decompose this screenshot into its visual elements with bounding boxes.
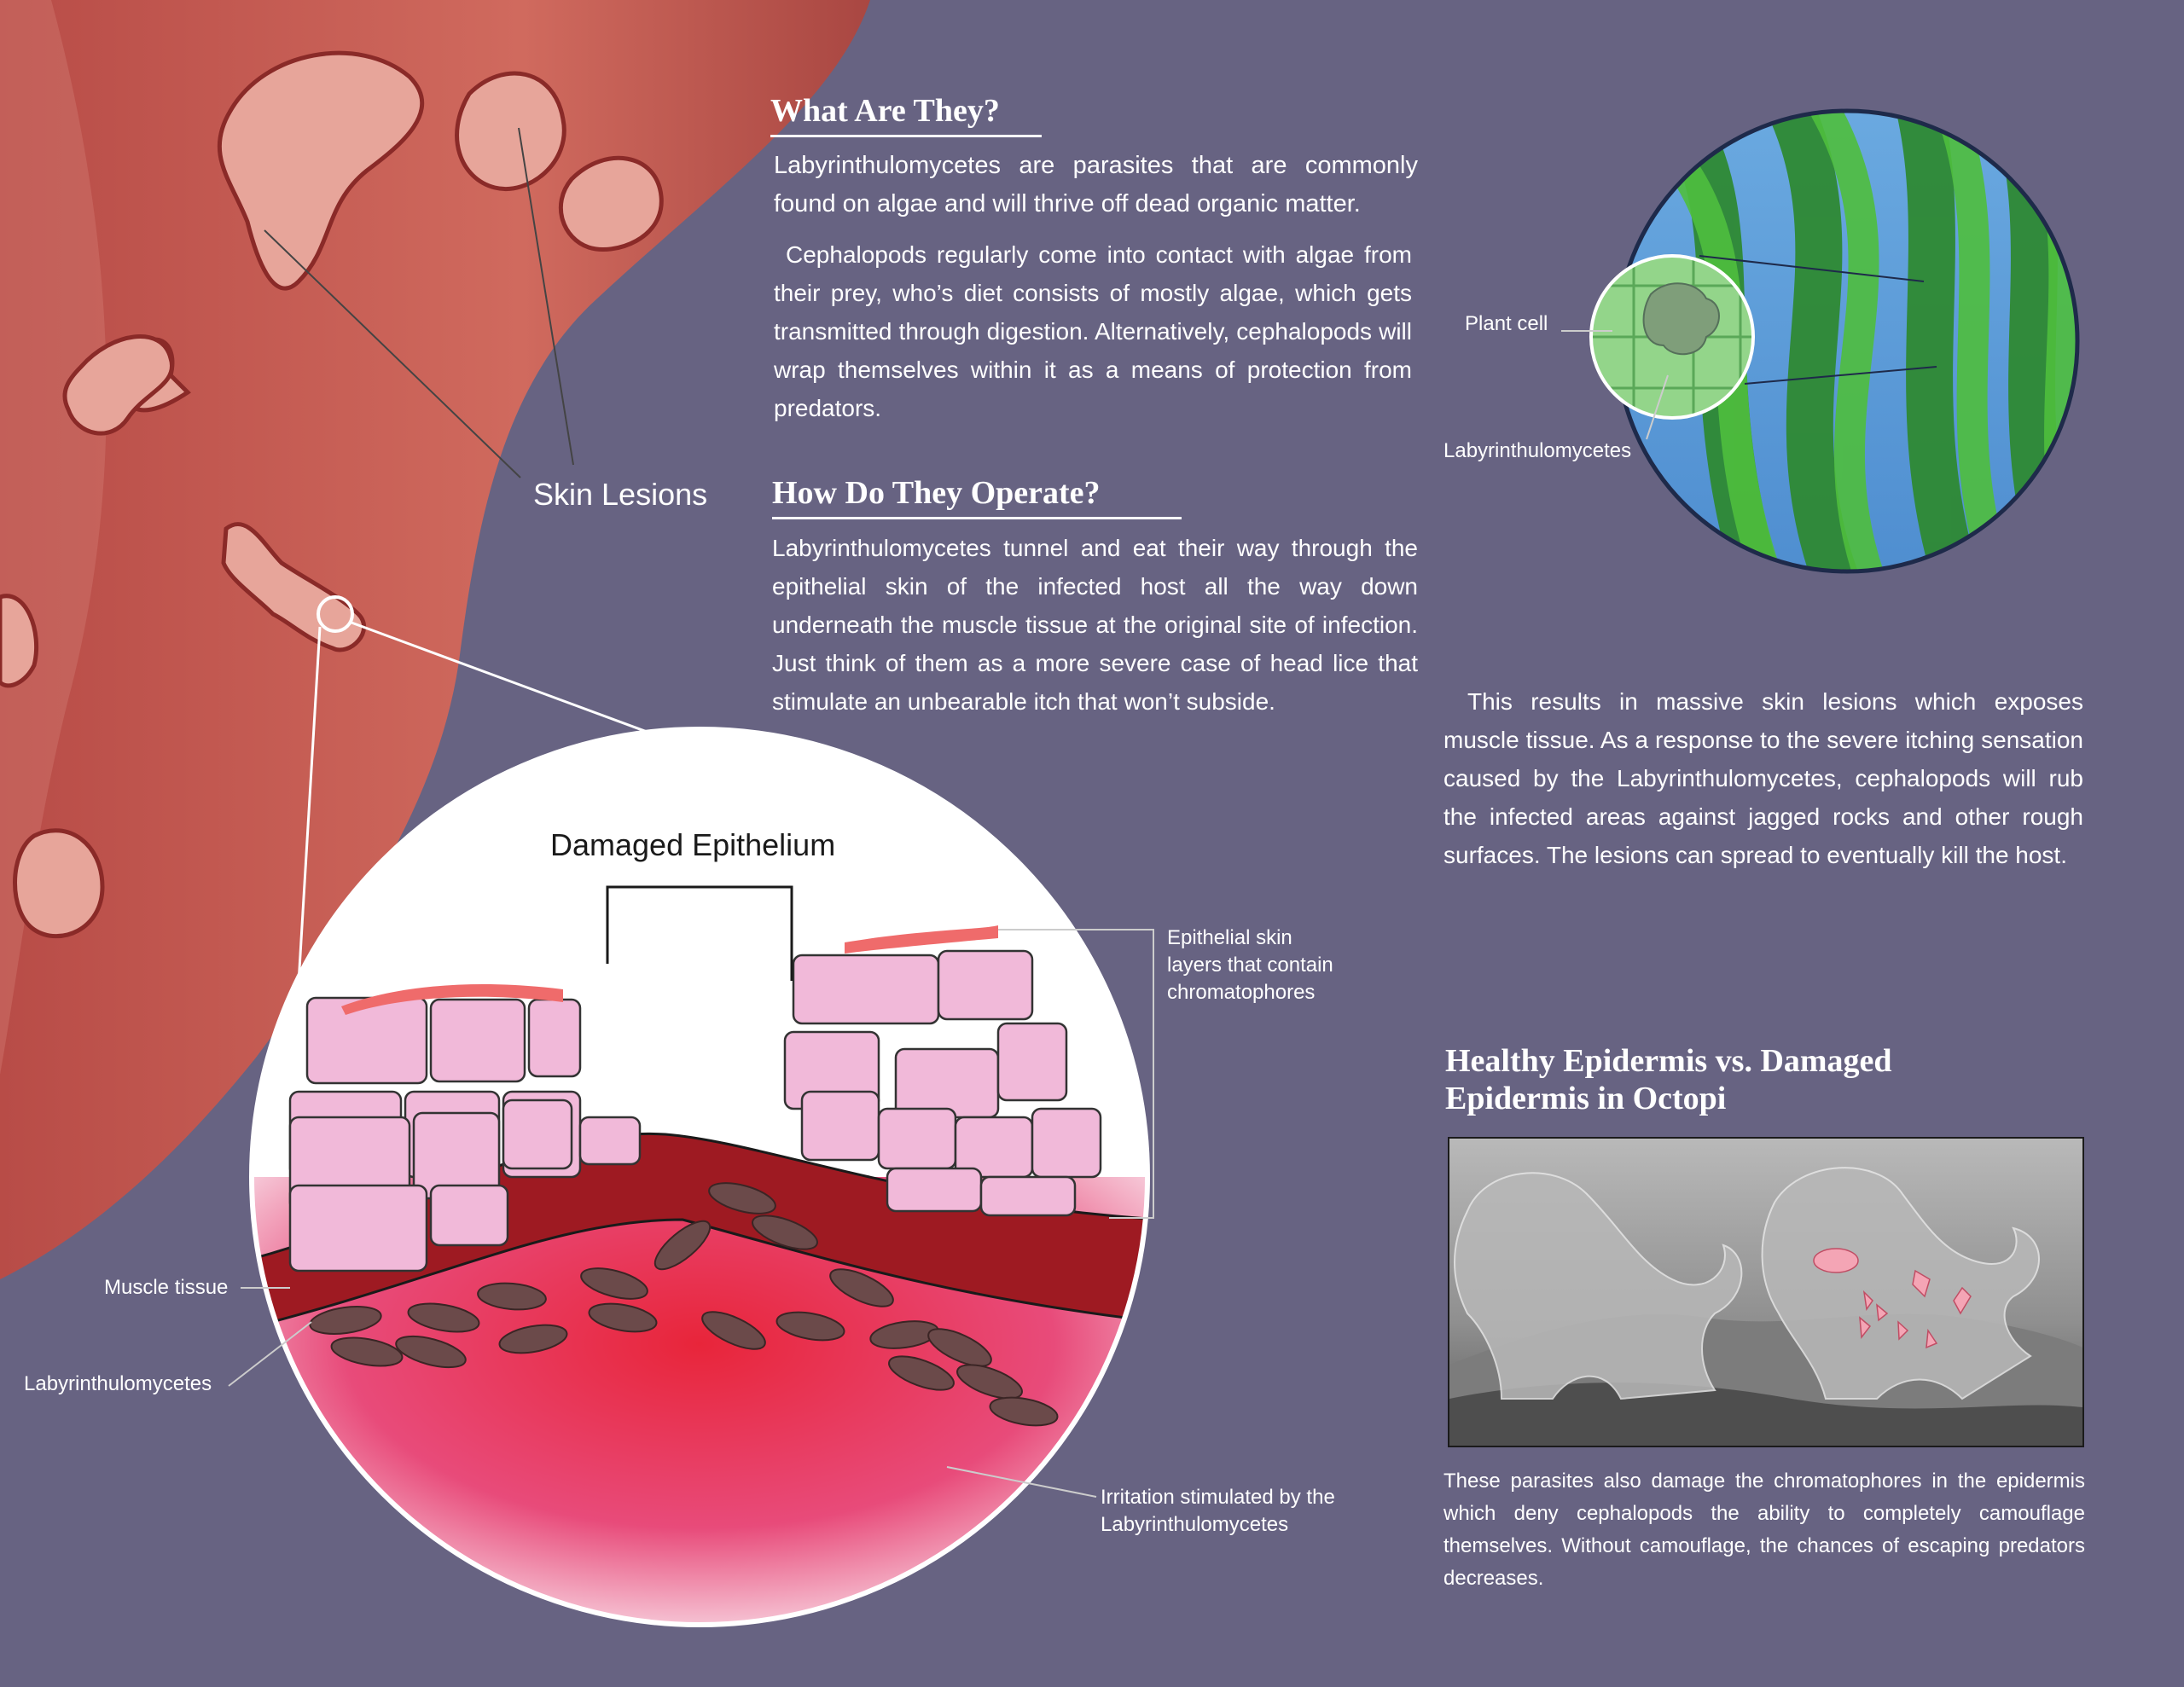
heading-how-do-they-operate: How Do They Operate? xyxy=(772,474,1182,519)
label-epithelial-layers: Epithelial skin layers that contain chro… xyxy=(1167,926,1333,1004)
what-are-they-paragraph-1: Labyrinthulomycetes are parasites that a… xyxy=(774,152,1418,217)
label-irritation: Irritation stimulated by the Labyrinthul… xyxy=(1101,1486,1335,1536)
label-damaged-epithelium: Damaged Epithelium xyxy=(550,827,836,862)
octopus-comparison-photo xyxy=(1448,1137,2084,1447)
label-labyrinthulomycetes-left: Labyrinthulomycetes xyxy=(24,1372,212,1395)
label-plant-cell: Plant cell xyxy=(1465,312,1548,335)
skin-lesion-pointers xyxy=(264,127,574,478)
how-do-they-operate-paragraph: Labyrinthulomycetes tunnel and eat their… xyxy=(772,535,1418,715)
octopus-arm xyxy=(0,0,870,1279)
results-paragraph: This results in massive skin lesions whi… xyxy=(1443,688,2083,868)
cross-section-leaders xyxy=(228,1287,1097,1498)
label-labyrinthulomycetes-right: Labyrinthulomycetes xyxy=(1443,439,1632,462)
label-skin-lesions: Skin Lesions xyxy=(533,477,708,512)
what-are-they-paragraph-2: Cephalopods regularly come into contact … xyxy=(774,241,1412,421)
label-muscle-tissue: Muscle tissue xyxy=(104,1276,229,1299)
comparison-caption: These parasites also damage the chromato… xyxy=(1443,1470,2085,1590)
epithelial-layers-bracket xyxy=(998,929,1154,1219)
skin-lesions xyxy=(0,50,664,939)
heading-what-are-they: What Are They? xyxy=(770,92,1042,137)
cross-section-magnified xyxy=(249,727,1150,1627)
heading-healthy-vs-damaged: Healthy Epidermis vs. Damaged Epidermis … xyxy=(1445,1043,1892,1116)
zoom-origin-circle xyxy=(317,595,354,633)
plant-cell-inset xyxy=(1561,254,1937,440)
damaged-epithelium-bracket xyxy=(606,885,793,981)
